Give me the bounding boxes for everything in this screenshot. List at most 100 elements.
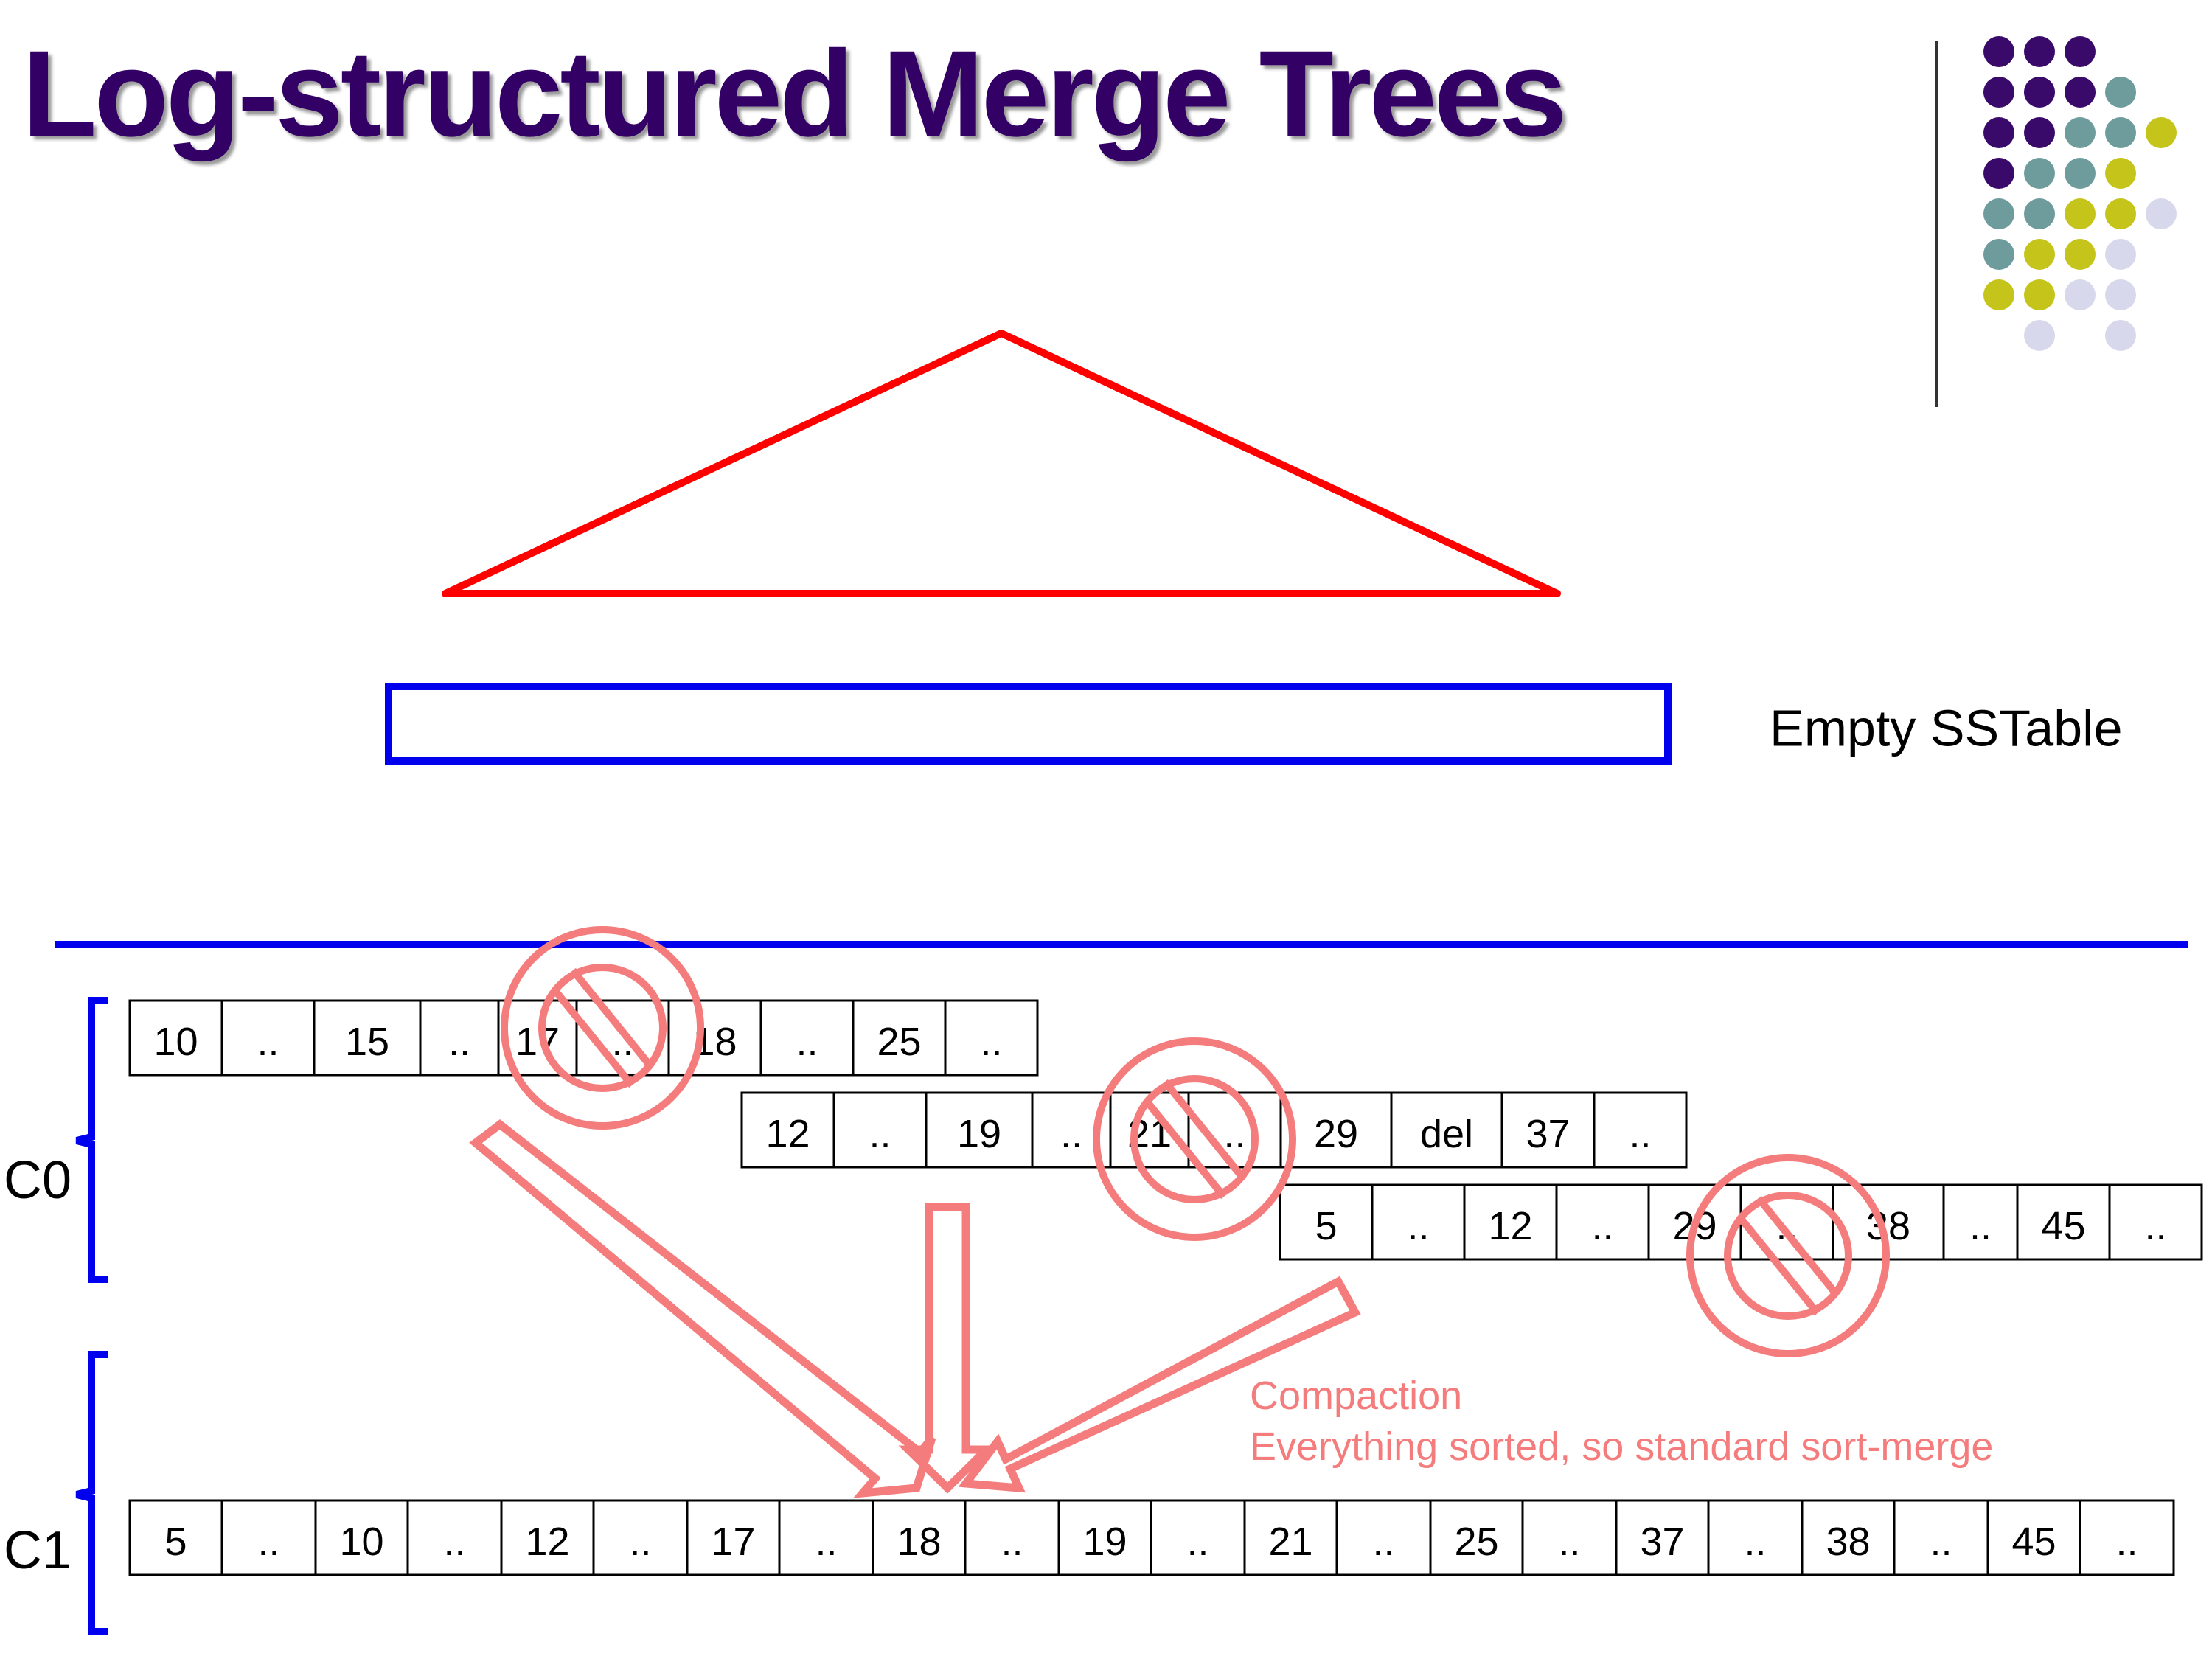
sstable-cell-value: 10 [153,1020,198,1064]
decor-dot [1983,36,2014,67]
decor-dot [2105,320,2136,351]
arrow-icon [958,1276,1361,1493]
sstable-cell-value: 29 [1314,1112,1358,1156]
sstable-cell [925,1091,1034,1169]
arrow-icon [898,1203,997,1494]
sstable-cell-value: .. [2144,1204,2166,1248]
sstable-cell-value: .. [1591,1204,1613,1248]
decor-dot [1983,158,2014,189]
sstable-cell [852,999,947,1077]
sstable-cell [872,1499,967,1576]
sstable-cell-value: .. [1372,1520,1394,1564]
decor-dot [1983,239,2014,270]
sstable-cell-value: del [1420,1112,1473,1156]
decor-dot [2105,239,2136,270]
decor-dot [2024,279,2055,310]
sstable-cell [2079,1499,2175,1576]
sstable-cell-value: 19 [957,1112,1001,1156]
decor-dot [2024,117,2055,148]
c0-run-1: 10..15..17..18..25.. [128,999,1039,1077]
compaction-note: Everything sorted, so standard sort-merg… [1250,1425,1993,1469]
sstable-cell-value: 12 [765,1112,810,1156]
sstable-cell [759,999,855,1077]
sstable-cell-value: 25 [1454,1520,1498,1564]
empty-sstable-box [385,683,1672,765]
sstable-cell [1707,1499,1804,1576]
sstable-cell-value: 19 [1082,1520,1127,1564]
decor-dot [2024,158,2055,189]
decor-dot [2105,117,2136,148]
decor-dot [2024,239,2055,270]
empty-sstable-label: Empty SSTable [1770,699,2123,757]
sstable-cell-value: 17 [711,1520,755,1564]
sstable-cell [1279,1183,1374,1261]
sstable-cell [1555,1183,1650,1261]
sstable-cell [1429,1499,1524,1576]
sstable-cell-value: .. [815,1520,837,1564]
decor-dot [2024,320,2055,351]
sstable-cell-value: .. [980,1020,1002,1064]
sstable-cell-value: 12 [1488,1204,1532,1248]
deletion-marks [501,926,1890,1357]
sstable-cell [1893,1499,1989,1576]
compaction-heading: Compaction [1250,1374,1462,1418]
sstable-cell [1801,1499,1896,1576]
tree-triangle-icon [442,330,1561,597]
sstable-cell-value: .. [2115,1520,2138,1564]
sstable-cell-value: .. [1558,1520,1580,1564]
sstable-cell-value: 38 [1826,1520,1870,1564]
sstable-cell [1986,1499,2081,1576]
sstable-cell-value: 25 [877,1020,921,1064]
sstable-cell-value: .. [1186,1520,1208,1564]
sstable-cell [220,999,316,1077]
sstable-cell-value: .. [1223,1112,1245,1156]
decor-dot [2065,158,2096,189]
decor-dot [2065,198,2096,229]
sstable-cell [128,999,223,1077]
sstable-cell [944,999,1039,1077]
decor-dot [2065,77,2096,108]
compaction-arrows [469,1119,1361,1498]
sstable-cell-value: 18 [897,1520,941,1564]
sstable-cell [1942,1183,2019,1261]
c1-run: 5..10..12..17..18..19..21..25..37..38..4… [128,1499,2175,1576]
sstable-cell-value: 10 [339,1520,383,1564]
sstable-cell [1243,1499,1338,1576]
sstable-cell-value: .. [1930,1520,1952,1564]
decor-dot [2024,36,2055,67]
sstable-cell [964,1499,1060,1576]
arrow-icon [469,1119,936,1498]
sstable-cell-value: .. [1744,1520,1766,1564]
sstable-cell-value: .. [448,1020,470,1064]
no-symbol-icon [1093,1037,1296,1241]
sstable-cell-value: 45 [2041,1204,2085,1248]
decor-dot [2065,117,2096,148]
no-symbol-icon [501,926,704,1130]
sstable-cell [1335,1499,1432,1576]
level-label-c1: C1 [4,1521,72,1580]
decor-dot [2146,117,2177,148]
sstable-cell [2016,1183,2111,1261]
sstable-cell-value: .. [1001,1520,1023,1564]
sstable-cell-value: 45 [2011,1520,2056,1564]
sstable-cell-value: .. [257,1020,279,1064]
sstable-cell-value: 37 [1526,1112,1570,1156]
sstable-cell-value: .. [629,1520,651,1564]
sstable-cell-value: .. [1060,1112,1082,1156]
decor-dot [2105,77,2136,108]
sstable-cell-value: 37 [1640,1520,1684,1564]
decor-dot [2065,239,2096,270]
slide-title: Log-structured Merge Trees [22,26,1567,162]
sstable-cell-value: .. [1407,1204,1429,1248]
sstable-cell [1390,1091,1503,1169]
decor-dot [2105,198,2136,229]
decor-dot [1983,198,2014,229]
decor-dot [1983,117,2014,148]
decor-dot [2105,158,2136,189]
sstable-cell [686,1499,781,1576]
decor-dot [2024,77,2055,108]
sstable-cell-value: .. [1629,1112,1651,1156]
sstable-cell-value: 5 [164,1520,187,1564]
